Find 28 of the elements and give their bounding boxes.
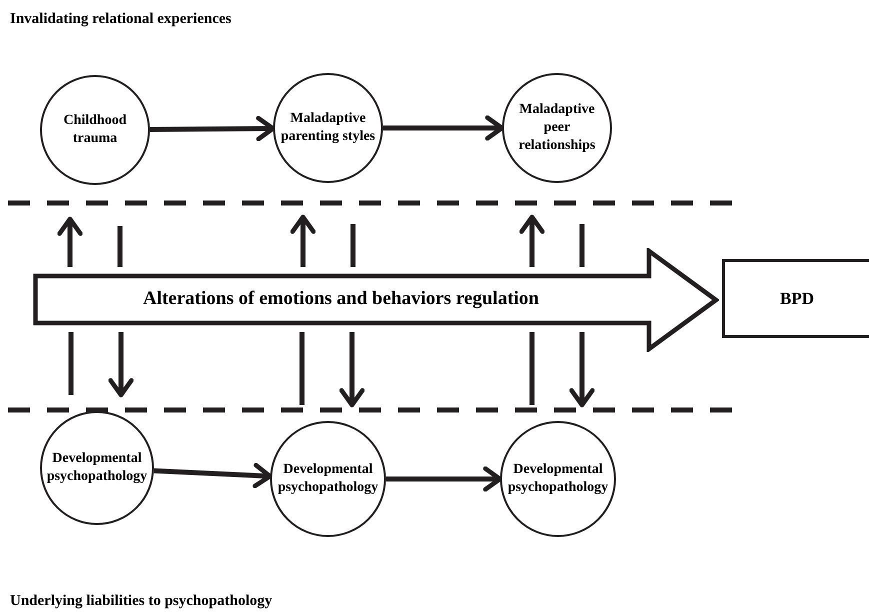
arrow bbox=[519, 214, 545, 267]
arrow bbox=[150, 116, 276, 142]
node-text: Childhood trauma bbox=[62, 112, 128, 148]
connector-line bbox=[350, 224, 356, 267]
block-arrow bbox=[33, 248, 719, 352]
arrow-text: Alterations of emotions and behaviors regulation bbox=[142, 287, 539, 312]
arrow bbox=[57, 216, 83, 267]
box-text: BPD bbox=[780, 288, 814, 310]
arrow bbox=[154, 462, 272, 488]
arrow bbox=[383, 115, 504, 141]
node-text: Developmental psychopathology bbox=[506, 461, 610, 497]
arrow bbox=[339, 332, 365, 408]
node-text: Maladaptive peer relationships bbox=[518, 101, 596, 155]
arrow bbox=[569, 332, 595, 408]
connector-line bbox=[68, 332, 74, 395]
section-heading: Underlying liabilities to psychopathology bbox=[10, 592, 272, 611]
outcome-box bbox=[722, 259, 869, 338]
section-heading: Invalidating relational experiences bbox=[10, 10, 232, 29]
node-text: Developmental psychopathology bbox=[276, 461, 380, 497]
arrow bbox=[386, 466, 502, 492]
connector-line bbox=[118, 226, 122, 267]
arrow bbox=[108, 332, 134, 398]
node-text: Developmental psychopathology bbox=[46, 450, 148, 486]
arrow bbox=[290, 214, 316, 267]
connector-line bbox=[530, 332, 534, 405]
connector-line bbox=[300, 332, 304, 405]
connector-line bbox=[580, 224, 584, 267]
node-text: Maladaptive parenting styles bbox=[280, 110, 376, 146]
